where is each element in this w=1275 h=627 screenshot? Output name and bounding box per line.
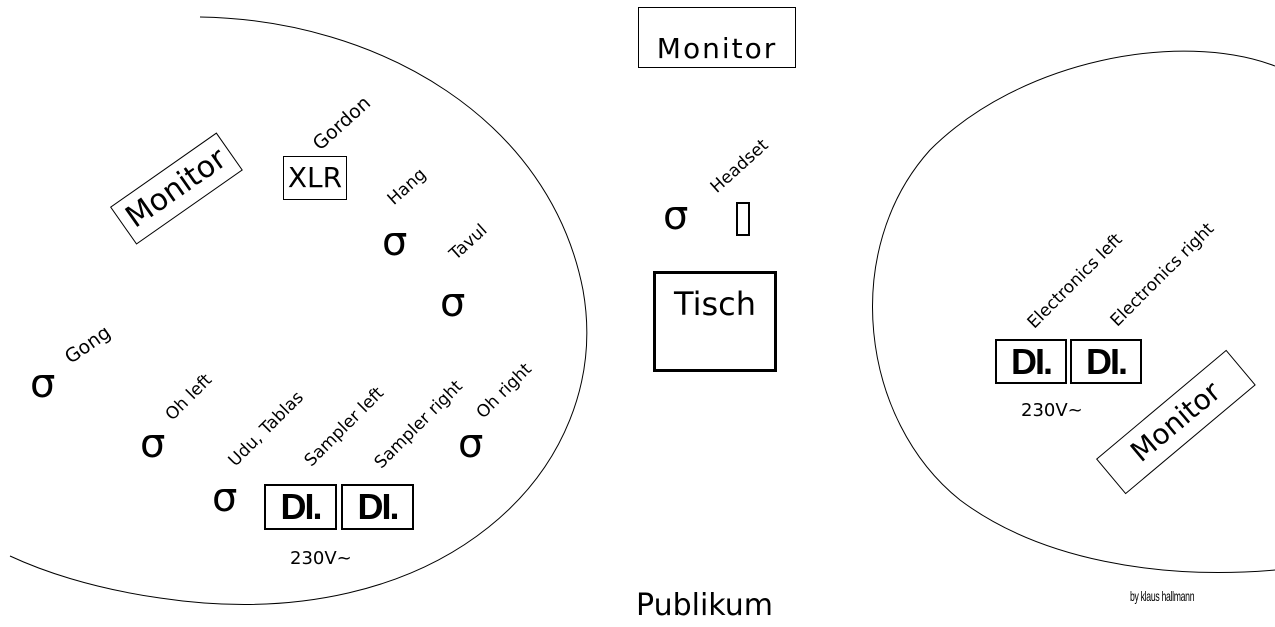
mic-icon-gong: σ bbox=[30, 361, 56, 407]
mic-icon-hang: σ bbox=[382, 219, 408, 265]
right-di-box-2: DI. bbox=[1070, 339, 1142, 384]
xlr-label: XLR bbox=[287, 161, 343, 194]
mic-icon-center: σ bbox=[663, 193, 689, 239]
credit-label: by klaus hallmann bbox=[1130, 588, 1195, 604]
left-di-box-1: DI. bbox=[264, 484, 337, 530]
tisch-label: Tisch bbox=[674, 285, 756, 323]
mic-icon-udu-tablas: σ bbox=[212, 475, 238, 521]
left-stage-outline bbox=[9, 16, 588, 605]
center-monitor-box: Monitor bbox=[638, 7, 796, 68]
left-power-label: 230V~ bbox=[290, 548, 352, 569]
mic-icon-oh-left: σ bbox=[140, 421, 166, 467]
mic-icon-oh-right: σ bbox=[458, 421, 484, 467]
tisch-table: Tisch bbox=[653, 271, 777, 372]
left-di-box-2: DI. bbox=[341, 484, 414, 530]
headset-icon bbox=[736, 202, 750, 236]
center-monitor-label: Monitor bbox=[656, 32, 778, 65]
right-di-box-1: DI. bbox=[995, 339, 1067, 384]
mic-icon-tavul: σ bbox=[440, 280, 466, 326]
xlr-box: XLR bbox=[283, 156, 347, 200]
right-stage-outline bbox=[872, 50, 1275, 573]
right-power-label: 230V~ bbox=[1021, 400, 1083, 421]
audience-label: Publikum bbox=[636, 588, 773, 623]
